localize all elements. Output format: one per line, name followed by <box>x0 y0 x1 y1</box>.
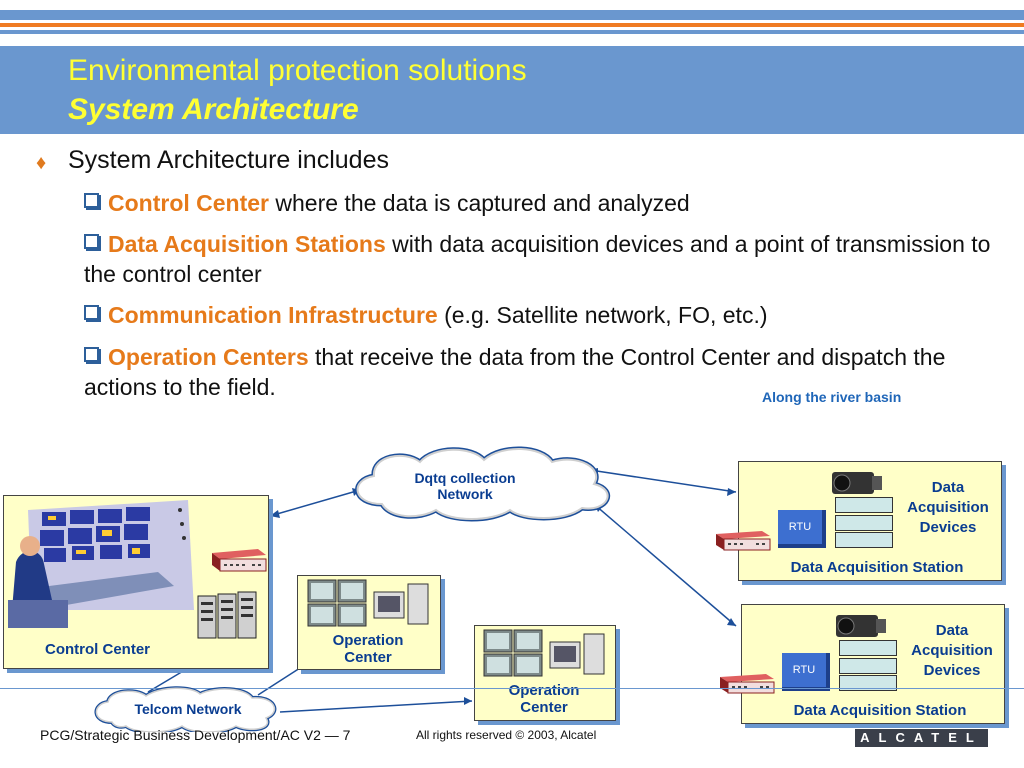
square-bullet-icon <box>84 193 99 208</box>
link-control-to-collection <box>269 489 361 517</box>
rtu-box: RTU <box>778 510 826 548</box>
monitor-wall-icon <box>483 629 605 677</box>
telcom-cloud-icon <box>94 686 277 732</box>
sub-point-control-center: Control Center where the data is capture… <box>84 188 994 218</box>
rtu-box: RTU <box>782 653 830 691</box>
monitor-wall-icon <box>307 579 429 627</box>
router-icon <box>720 674 775 694</box>
station-label-1: Data Acquisition Station <box>790 559 964 576</box>
sub-point-text: where the data is captured and analyzed <box>269 190 690 216</box>
square-bullet-icon <box>84 305 99 320</box>
diamond-bullet-icon: ♦ <box>36 152 47 174</box>
server-rack-icon <box>197 591 257 639</box>
station-label-2: Data Acquisition Station <box>793 702 967 719</box>
footer-document-id: PCG/Strategic Business Development/AC V2… <box>40 727 351 743</box>
sub-point-operation-centers: Operation Centers that receive the data … <box>84 342 994 402</box>
top-stripe-orange <box>0 23 1024 27</box>
router-icon <box>716 531 771 551</box>
header-band <box>0 46 1024 134</box>
square-bullet-icon <box>84 234 99 249</box>
sub-point-highlight: Data Acquisition Stations <box>108 231 386 257</box>
camera-icon <box>836 615 886 637</box>
sub-point-text: (e.g. Satellite network, FO, etc.) <box>437 302 768 328</box>
telcom-network-label: Telcom Network <box>134 701 242 717</box>
router-icon <box>212 549 267 572</box>
page-title: Environmental protection solutions <box>68 54 527 87</box>
square-bullet-icon <box>84 347 99 362</box>
top-stripe-blue-thin <box>0 30 1024 34</box>
link-collection-to-station-2 <box>594 504 737 627</box>
sub-point-text: with data acquisition devices and a poin… <box>84 231 991 287</box>
device-slot <box>835 532 893 548</box>
operation-center-label-1: Operation Center <box>332 632 404 666</box>
camera-icon <box>832 472 882 494</box>
device-slot <box>835 497 893 513</box>
sub-point-highlight: Operation Centers <box>108 344 309 370</box>
sub-point-highlight: Control Center <box>108 190 269 216</box>
river-basin-annotation: Along the river basin <box>762 389 902 405</box>
link-collection-to-station-1 <box>589 469 737 493</box>
control-room-icon <box>8 500 194 628</box>
top-stripe-blue <box>0 10 1024 20</box>
sub-point-text: that receive the data from the Control C… <box>84 344 946 400</box>
sub-point-highlight: Communication Infrastructure <box>108 302 438 328</box>
link-telcom-to-operation-2 <box>279 700 473 713</box>
footer-divider <box>0 688 1024 689</box>
data-collection-cloud-icon <box>355 446 610 522</box>
device-slot <box>835 515 893 531</box>
sub-point-data-acquisition: Data Acquisition Stations with data acqu… <box>84 229 994 289</box>
alcatel-logo: ALCATEL <box>855 729 988 747</box>
control-center-label: Control Center <box>45 641 150 658</box>
page-subtitle: System Architecture <box>68 93 359 126</box>
link-operation-1-to-telcom <box>257 667 301 696</box>
devices-label-1: Data Acquisition Devices <box>907 479 989 536</box>
collection-network-label: Dqtq collection Network <box>414 470 516 502</box>
operation-center-label-2: Operation Center <box>508 682 580 716</box>
device-slot <box>839 640 897 656</box>
sub-point-communication: Communication Infrastructure (e.g. Satel… <box>84 300 994 330</box>
device-slot <box>839 658 897 674</box>
devices-label-2: Data Acquisition Devices <box>911 622 993 679</box>
main-point: System Architecture includes <box>68 146 389 174</box>
footer-copyright: All rights reserved © 2003, Alcatel <box>416 728 597 742</box>
device-slot <box>839 675 897 691</box>
